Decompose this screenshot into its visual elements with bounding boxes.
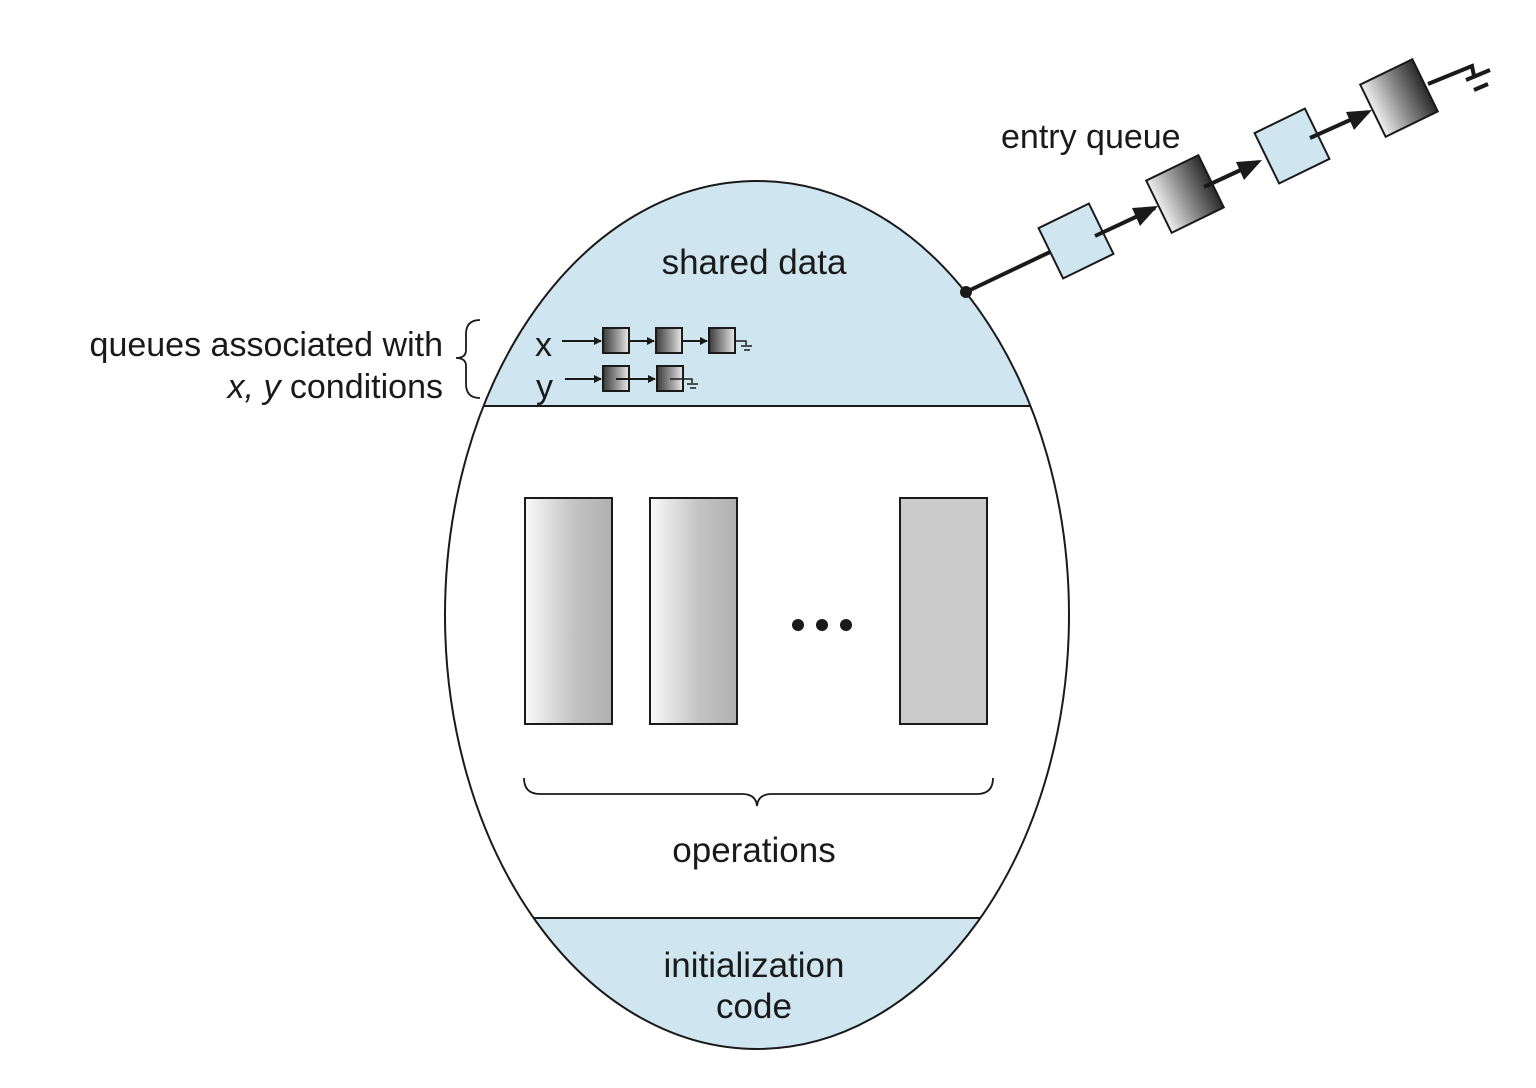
null-terminator-icon: [1427, 63, 1491, 92]
operations-brace: [523, 777, 994, 807]
queue-node: [655, 327, 683, 354]
condition-queues-label-line2: x, y conditions: [226, 368, 443, 406]
arrow-head: [1132, 206, 1158, 226]
operations-label: operations: [672, 831, 835, 870]
condition-queues-label-line1: queues associated with: [90, 326, 443, 364]
condition-queue-x: x: [535, 326, 752, 364]
left-brace: [455, 319, 481, 399]
operation-block: [524, 497, 613, 725]
queue-node: [708, 327, 736, 354]
initialization-label-line2: code: [716, 987, 792, 1026]
null-terminator-icon: [670, 378, 698, 389]
monitor-outline: [444, 180, 1070, 1050]
entry-queue-node: [1144, 153, 1226, 235]
queue-x-label: x: [535, 326, 552, 364]
connector: [965, 250, 1051, 294]
entry-queue-label: entry queue: [1001, 118, 1181, 156]
entry-queue-node: [1037, 202, 1115, 280]
condition-vars-italic: x, y: [226, 368, 283, 406]
condition-queue-y: y: [536, 365, 698, 406]
arrow-head: [1346, 110, 1372, 130]
entry-queue-node: [1358, 57, 1440, 139]
entry-queue-node: [1253, 107, 1331, 185]
operation-block: [649, 497, 738, 725]
condition-word: conditions: [280, 368, 443, 406]
initialization-label-line1: initialization: [664, 946, 845, 985]
operation-block: [899, 497, 988, 725]
entry-queue: [960, 57, 1491, 298]
ellipsis-dots: [792, 619, 852, 631]
queue-y-label: y: [536, 368, 553, 406]
shared-data-label: shared data: [662, 243, 847, 282]
queue-node: [602, 327, 630, 354]
arrow-head: [1236, 160, 1262, 180]
null-terminator-icon: [735, 340, 752, 351]
